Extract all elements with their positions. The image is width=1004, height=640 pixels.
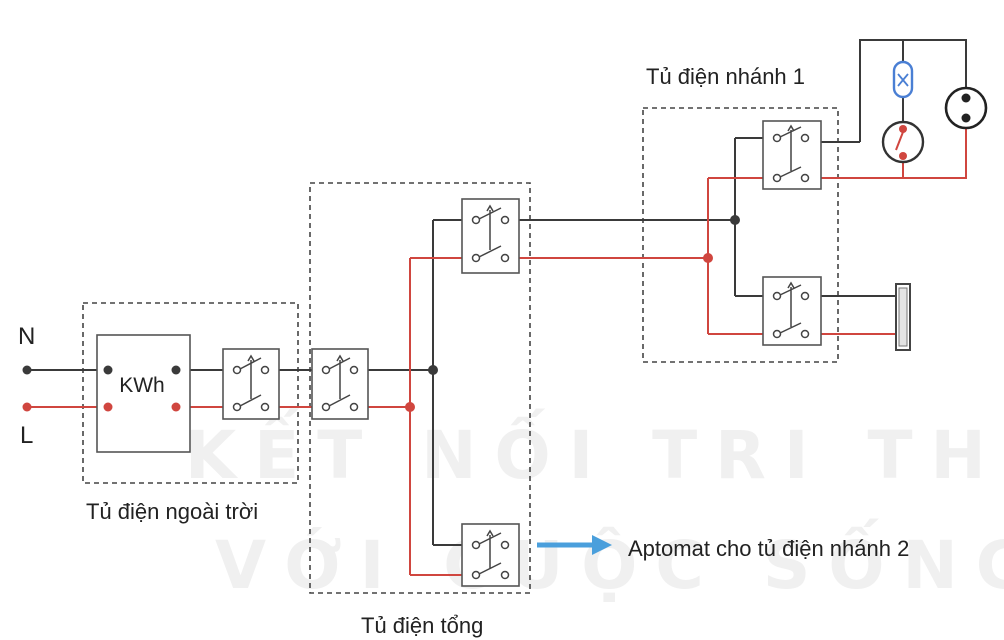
junction-dot — [730, 215, 740, 225]
l-label: L — [20, 422, 33, 449]
junction-dot — [703, 253, 713, 263]
watermark-line-1: KẾT NỐI TRI THỨC — [185, 408, 1004, 494]
circuit-breaker-icon — [461, 198, 520, 274]
circuit-breaker-icon — [222, 348, 280, 420]
branch1-box-label: Tủ điện nhánh 1 — [646, 64, 805, 89]
circuit-breaker-icon — [311, 348, 369, 420]
arrow-right-icon — [537, 535, 612, 555]
main-box-label: Tủ điện tổng — [361, 613, 483, 638]
kwh-meter-label: KWh — [119, 374, 165, 397]
watermark: KẾT NỐI TRI THỨC VỚI CUỘC SỐNG — [185, 408, 1004, 604]
circuit-breaker-icon — [762, 120, 822, 190]
junction-dot — [405, 402, 415, 412]
main-box-frame — [309, 182, 531, 594]
n-terminal-dot — [22, 365, 32, 375]
l-terminal-dot — [22, 402, 32, 412]
circuit-breaker-icon — [461, 523, 520, 587]
n-label: N — [18, 323, 35, 350]
switch-icon — [881, 120, 925, 164]
branch2-note: Aptomat cho tủ điện nhánh 2 — [628, 536, 909, 561]
junction-dot — [428, 365, 438, 375]
fan-regulator-icon — [895, 283, 911, 351]
watermark-line-2: VỚI CUỘC SỐNG — [215, 518, 1004, 604]
outdoor-box-label: Tủ điện ngoài trời — [86, 499, 258, 524]
kwh-meter-icon: KWh — [96, 334, 191, 453]
lamp-icon — [892, 60, 914, 99]
socket-icon — [944, 86, 988, 130]
circuit-breaker-icon — [762, 276, 822, 346]
